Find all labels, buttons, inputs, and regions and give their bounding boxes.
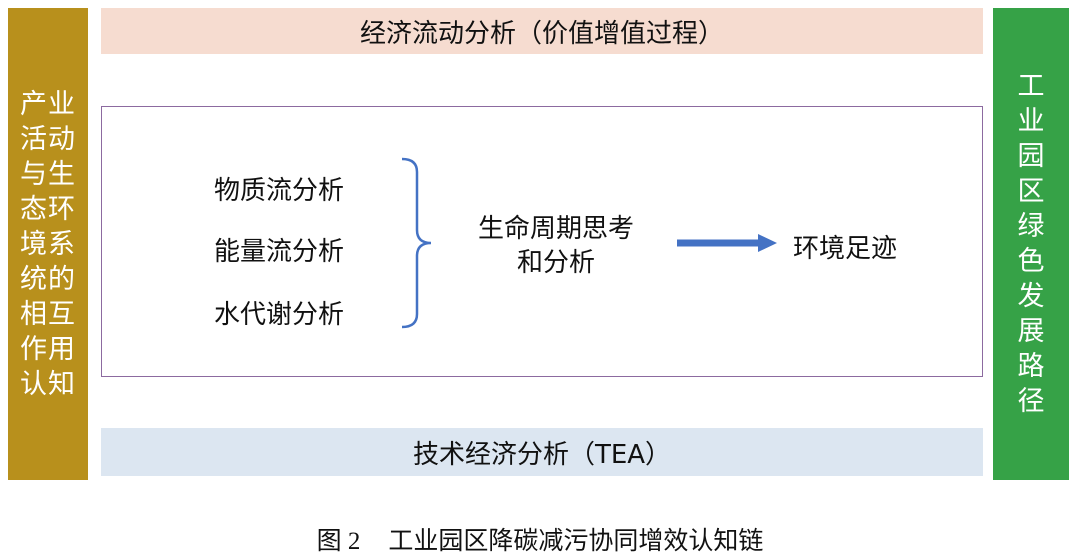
water-metabolism-analysis: 水代谢分析 — [214, 300, 345, 330]
left-pillar: 产业活动与生态环境系统的相互作用认知 — [8, 8, 88, 480]
center-analysis-frame — [101, 106, 983, 377]
tea-label: 技术经济分析（TEA） — [412, 439, 672, 470]
figure-title: 工业园区降碳减污协同增效认知链 — [388, 526, 764, 555]
environmental-footprint: 环境足迹 — [793, 234, 898, 264]
economic-flow-band: 经济流动分析（价值增值过程） — [101, 8, 983, 54]
figure-caption: 图 2 工业园区降碳减污协同增效认知链 — [0, 521, 1080, 557]
material-flow-analysis: 物质流分析 — [214, 176, 345, 206]
figure-number: 图 2 — [316, 528, 361, 555]
lifecycle-thinking-analysis: 生命周期思考和分析 — [477, 214, 634, 278]
right-pillar-label: 工业园区绿色发展路径 — [1017, 71, 1045, 417]
arrow-to-footprint — [677, 234, 777, 252]
tea-band: 技术经济分析（TEA） — [101, 428, 983, 476]
grouping-brace — [401, 157, 432, 329]
energy-flow-analysis: 能量流分析 — [214, 237, 345, 267]
right-pillar: 工业园区绿色发展路径 — [993, 8, 1069, 480]
left-pillar-label: 产业活动与生态环境系统的相互作用认知 — [20, 88, 76, 400]
economic-flow-label: 经济流动分析（价值增值过程） — [359, 18, 724, 49]
